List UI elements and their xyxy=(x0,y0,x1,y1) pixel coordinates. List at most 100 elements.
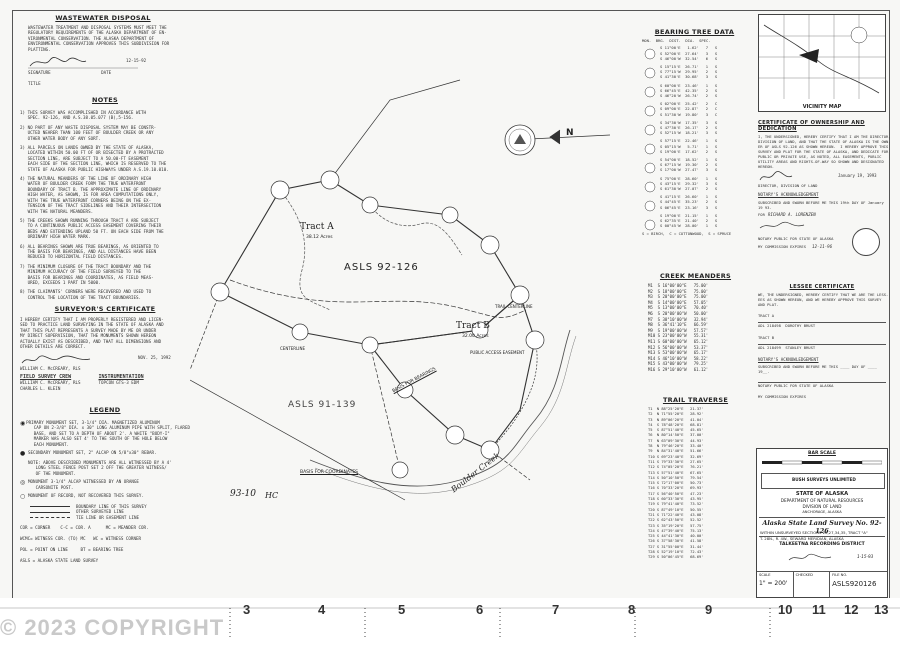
ownership-notary-body: SUBSCRIBED AND SWORN BEFORE ME THIS 19th… xyxy=(758,199,884,210)
ownership-signature-row: January 19, 1993 xyxy=(758,169,886,183)
note-5: 5) THE CREEKS SHOWN RUNNING THROUGH TRAC… xyxy=(20,217,164,240)
lessee-notary-body: SUBSCRIBED AND SWORN BEFORE ME THIS ____… xyxy=(758,364,877,375)
monument-9 xyxy=(471,321,489,339)
legend-item-5: MONUMENT OF RECORD, NOT RECOVERED THIS S… xyxy=(28,493,144,499)
ownership-notary-for: FOR xyxy=(758,211,765,217)
ownership-section: CERTIFICATE OF OWNERSHIP AND DEDICATION … xyxy=(758,120,891,249)
bearing-tree-header: MON. BRG. DIST. DIA. SPEC. xyxy=(642,38,711,43)
ownership-date: January 19, 1993 xyxy=(838,173,877,178)
vicinity-map-drawing xyxy=(759,15,885,99)
bearing-tree-row: S 52°00'E 27.64' 3 S xyxy=(660,50,718,56)
bearing-tree-note: S = BIRCH, C = COTTONWOOD, S = SPRUCE xyxy=(642,230,732,236)
ruler-number: 6 xyxy=(476,602,484,617)
bearing-tree-title: BEARING TREE DATA xyxy=(654,28,735,36)
wastewater-body: WASTEWATER TREATMENT AND DISPOSAL SYSTEM… xyxy=(28,25,170,52)
trail-row: T28 S 52°19'10"E 72.43' xyxy=(648,550,704,555)
tie-line-symbol xyxy=(30,517,70,519)
monument-2 xyxy=(270,180,290,200)
tract-b-label: Tract B xyxy=(456,321,490,331)
within-sections: WITHIN UNSURVEYED SECTIONS 26,27,34,35, … xyxy=(760,530,868,535)
trail-row: T29 S 50°06'45"E 68.69' xyxy=(648,555,704,560)
bar-scale-label: BAR SCALE xyxy=(808,451,836,456)
trail-row: T24 S 47°39'40"E 75.13' xyxy=(648,528,704,533)
vicinity-map: VICINITY MAP xyxy=(758,14,886,112)
legend-abbreviations: COR = CORNER C-C = COR. A MC = MEANDER C… xyxy=(20,525,149,563)
trail-row: T19 S 79°41'40"E 73.52' xyxy=(648,502,704,507)
trail-row: T11 S 79°33'30"E 27.65' xyxy=(648,459,704,464)
bearing-tree-section: BEARING TREE DATA MON. BRG. DIST. DIA. S… xyxy=(642,28,747,236)
bar-scale xyxy=(762,460,882,465)
trail-traverse-section: TRAIL TRAVERSE T1 N 88°25'20"E 21.37' T2… xyxy=(648,396,743,561)
wastewater-signature: 12-15-92 xyxy=(28,54,178,70)
trail-row: T14 S 50°10'50"E 79.54' xyxy=(648,475,704,480)
trail-row: T3 N 89°06'20"E 41.04' xyxy=(648,417,704,422)
note-7: 7) THE MINIMUM CLOSURE OF THE TRACT BOUN… xyxy=(20,263,154,285)
bearing-tree-row: S 34°30'W 17.35' 3 S xyxy=(660,119,718,125)
bearing-tree-row: S 66°45'E 42.35' 2 S xyxy=(660,87,718,93)
legend-line-1: BOUNDARY LINE OF THIS SURVEY xyxy=(76,504,147,510)
creek-row: M3 S 20°00'00"E 75.00' xyxy=(648,294,709,300)
state-seal xyxy=(504,124,536,156)
note-3: 3) ALL PARCELS ON LANDS OWNED BY THE STA… xyxy=(20,145,169,172)
trail-label: TRAIL CENTERLINE xyxy=(495,304,533,309)
trail-row: T17 S 56°40'50"E 47.23' xyxy=(648,491,704,496)
district: TALKEETNA RECORDING DISTRICT xyxy=(779,542,865,547)
note-2: 2) NO PART OF ANY WASTE DISPOSAL SYSTEM … xyxy=(20,124,157,141)
monument-4 xyxy=(361,196,379,214)
tract-a-area: 38.12 Acres xyxy=(306,235,333,240)
note-8: 8) THE CLAIMANTS' CORNERS WERE RECOVERED… xyxy=(20,289,152,300)
bearing-tree-row: S 41°15'E 26.60' 1 S xyxy=(660,194,718,200)
creek-row: M1 S 16°00'00"E 75.00' xyxy=(648,283,709,288)
ruler-number: 9 xyxy=(705,602,713,617)
legend-item-2: SECONDARY MONUMENT SET, 2" ALCAP ON 5/8"… xyxy=(28,450,157,456)
monument-3 xyxy=(320,170,340,190)
surveyor-name: WILLIAM C. McCREARY, RLS xyxy=(20,366,81,372)
instrumentation: TOPCON GTS-3 EDM xyxy=(98,380,139,386)
checked-label: CHECKED xyxy=(795,573,813,577)
asls-other-label: ASLS 91-139 xyxy=(288,400,357,410)
trail-row: T5 S 87°51'40"E 45.65' xyxy=(648,428,704,433)
vicinity-map-title: VICINITY MAP xyxy=(802,104,842,110)
wastewater-signature-mark xyxy=(28,57,138,69)
notes-section: NOTES 1) THIS SURVEY WAS ACCOMPLISHED IN… xyxy=(20,96,190,300)
file-number: ASLS920126 xyxy=(832,580,877,588)
monument-13 xyxy=(445,425,465,445)
creek-row: M5 S 13°00'00"E 70.40' xyxy=(648,305,709,311)
surveyor-title: SURVEYOR'S CERTIFICATE xyxy=(54,305,156,313)
creek-row: M16 S 29°10'00"W 61.12' xyxy=(648,366,709,372)
title-block: BAR SCALE BUSH SURVEYS UNLIMITED STATE O… xyxy=(756,448,888,598)
centerline-label: CENTERLINE xyxy=(280,346,305,351)
ownership-director: DIRECTOR, DIVISION OF LAND xyxy=(758,183,818,188)
bearing-tree-row: S 60°00'E 23.46' 1 S xyxy=(660,82,718,88)
bottom-ruler-strip: 3 4 5 6 7 8 9 10 11 12 13 xyxy=(0,598,900,648)
surveyor-company: BUSH SURVEYS UNLIMITED xyxy=(792,477,856,482)
ruler-number: 3 xyxy=(243,602,251,617)
ownership-body: I, THE UNDERSIGNED, HEREBY CERTIFY THAT … xyxy=(758,134,891,169)
ruler-number: 8 xyxy=(628,602,636,617)
lessee-body: WE, THE UNDERSIGNED, HEREBY CERTIFY THAT… xyxy=(758,292,889,307)
trail-row: T18 S 60°33'30"E 43.95' xyxy=(648,497,704,502)
trail-row: T23 S 35°19'20"E 57.75' xyxy=(648,523,704,528)
trail-row: T20 S 87°49'10"E 50.55' xyxy=(648,507,704,512)
tie-line-2 xyxy=(369,344,401,471)
trail-row: T1 N 88°25'20"E 21.37' xyxy=(648,407,704,411)
trail-traverse-title: TRAIL TRAVERSE xyxy=(662,396,729,404)
trail-centerline xyxy=(229,279,527,318)
trail-row: T16 S 70°33'20"E 69.93' xyxy=(648,486,704,491)
basis-coordinates-label: BASIS FOR COORDINATES xyxy=(300,470,359,475)
boulder-creek xyxy=(309,329,571,487)
tract-b-area: 32.00 Acres xyxy=(462,334,489,339)
bearing-tree-row: S 52°15'W 18.21' 3 S xyxy=(660,130,718,136)
lessee-tract-a-name: ADL 218498 DOROTHY BRUST xyxy=(758,322,886,328)
trail-row: T15 S 72°17'00"E 50.73' xyxy=(648,481,704,486)
division: DIVISION OF LAND xyxy=(802,504,842,509)
lessee-tract-b-name: ADL 218499 STANLEY BRUST xyxy=(758,344,886,350)
note-4: 4) THE NATURAL MEANDERS OF THE LINE OF O… xyxy=(20,176,162,214)
ruler xyxy=(0,607,900,638)
surveyor-body: I HEREBY CERTIFY THAT I AM PROPERLY REGI… xyxy=(20,317,164,350)
trail-row: T13 S 57°51'40"E 67.65' xyxy=(648,470,704,475)
ownership-commission: MY COMMISSION EXPIRES xyxy=(758,243,807,249)
legend-section: LEGEND ◉PRIMARY MONUMENT SET, 3-1/4" DIA… xyxy=(20,406,190,563)
monument-12 xyxy=(396,381,414,399)
